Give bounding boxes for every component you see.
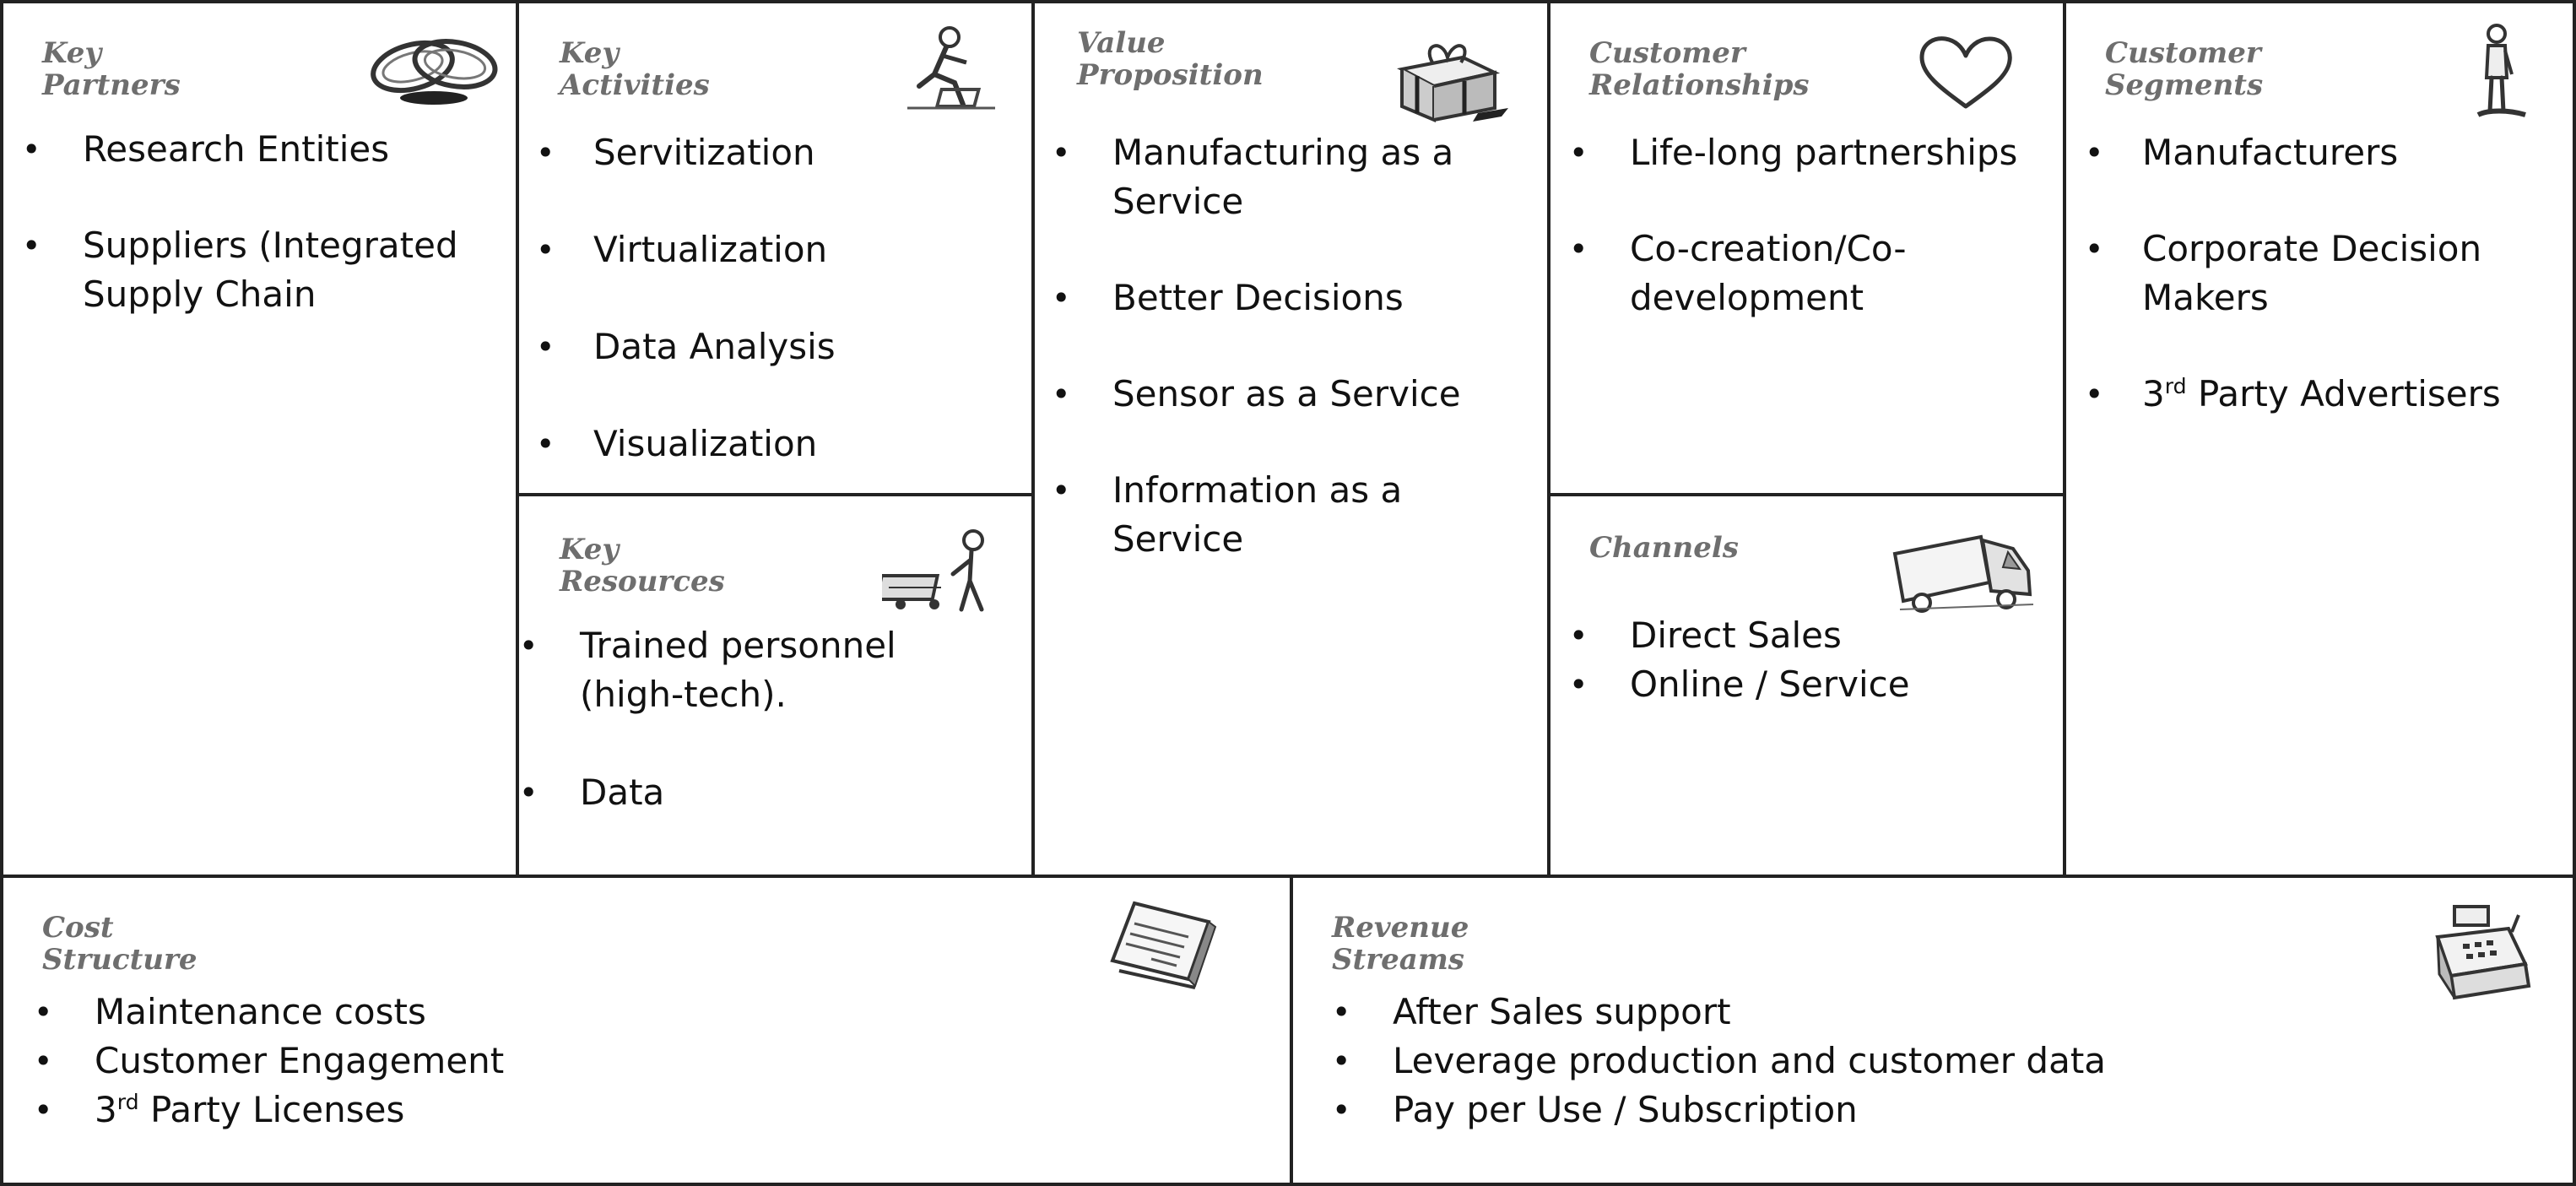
list-item: Corporate Decision Makers: [2085, 225, 2501, 322]
list-item: Servitization: [536, 128, 836, 177]
channels-list: Direct Sales Online / Service: [1569, 611, 1910, 709]
list-item: Data: [519, 768, 896, 817]
list-item: Manufacturing as a Service: [1052, 128, 1461, 226]
key-activities-block: Key Activities Servitization Virtualizat…: [516, 0, 1035, 496]
key-partners-title: Key Partners: [42, 36, 181, 102]
list-item: Maintenance costs: [34, 988, 504, 1037]
invoice-document-icon: [1101, 898, 1227, 991]
list-item: Better Decisions: [1052, 273, 1461, 322]
list-item: Information as a Service: [1052, 466, 1461, 564]
chain-links-icon: [366, 29, 501, 109]
heart-icon: [1915, 35, 2016, 111]
value-proposition-title: Value Proposition: [1077, 26, 1264, 92]
value-proposition-list: Manufacturing as a Service Better Decisi…: [1052, 128, 1461, 564]
list-item: Virtualization: [536, 225, 836, 274]
list-item: Pay per Use / Subscription: [1332, 1086, 2106, 1135]
list-item: Trained personnel (high-tech).: [519, 621, 896, 719]
list-item: Sensor as a Service: [1052, 370, 1461, 419]
channels-title: Channels: [1589, 531, 1739, 565]
key-partners-list: Research Entities Suppliers (Integrated …: [22, 125, 458, 319]
customer-relationships-block: Customer Relationships Life-long partner…: [1547, 0, 2066, 496]
worker-kneeling-icon: [901, 22, 1002, 115]
list-item: Online / Service: [1569, 660, 1910, 709]
revenue-streams-title: Revenue Streams: [1332, 911, 1469, 977]
channels-block: Channels Direct Sales Online / Service: [1547, 493, 2066, 878]
list-item: Research Entities: [22, 125, 458, 174]
key-resources-title: Key Resources: [560, 533, 725, 598]
list-item: Leverage production and customer data: [1332, 1037, 2106, 1086]
customer-relationships-list: Life-long partnerships Co-creation/Co- d…: [1569, 128, 2017, 322]
cost-structure-title: Cost Structure: [42, 911, 198, 977]
list-item: Manufacturers: [2085, 128, 2501, 177]
customer-segments-list: Manufacturers Corporate Decision Makers …: [2085, 128, 2501, 419]
list-item: Life-long partnerships: [1569, 128, 2017, 177]
cost-structure-block: Cost Structure Maintenance costs Custome…: [0, 875, 1293, 1186]
list-item: Suppliers (Integrated Supply Chain: [22, 221, 458, 319]
customer-segments-title: Customer Segments: [2105, 36, 2264, 102]
standing-person-icon: [2463, 22, 2530, 123]
key-activities-title: Key Activities: [560, 36, 710, 102]
revenue-streams-block: Revenue Streams After Sales support Leve…: [1290, 875, 2576, 1186]
revenue-streams-list: After Sales support Leverage production …: [1332, 988, 2106, 1135]
list-item: After Sales support: [1332, 988, 2106, 1037]
list-item: 3rd Party Licenses: [34, 1086, 504, 1135]
cost-structure-list: Maintenance costs Customer Engagement 3r…: [34, 988, 504, 1135]
list-item: Direct Sales: [1569, 611, 1910, 660]
delivery-truck-icon: [1888, 528, 2040, 621]
key-resources-list: Trained personnel (high-tech). Data: [519, 621, 896, 817]
list-item: 3rd Party Advertisers: [2085, 370, 2501, 419]
list-item: Customer Engagement: [34, 1037, 504, 1086]
list-item: Co-creation/Co- development: [1569, 225, 2017, 322]
worker-with-cart-icon: [882, 527, 1009, 620]
customer-segments-block: Customer Segments Manufacturers Corporat…: [2063, 0, 2576, 878]
list-item: Data Analysis: [536, 322, 836, 371]
key-activities-list: Servitization Virtualization Data Analys…: [536, 128, 836, 468]
customer-relationships-title: Customer Relationships: [1589, 36, 1810, 102]
value-proposition-block: Value Proposition Manufacturing as a Ser…: [1031, 0, 1550, 878]
key-resources-block: Key Resources Trained personnel (high-te…: [516, 493, 1035, 878]
gift-box-icon: [1385, 32, 1512, 125]
cash-register-icon: [2421, 903, 2539, 1005]
list-item: Visualization: [536, 420, 836, 468]
key-partners-block: Key Partners Research Entities Suppliers…: [0, 0, 519, 878]
